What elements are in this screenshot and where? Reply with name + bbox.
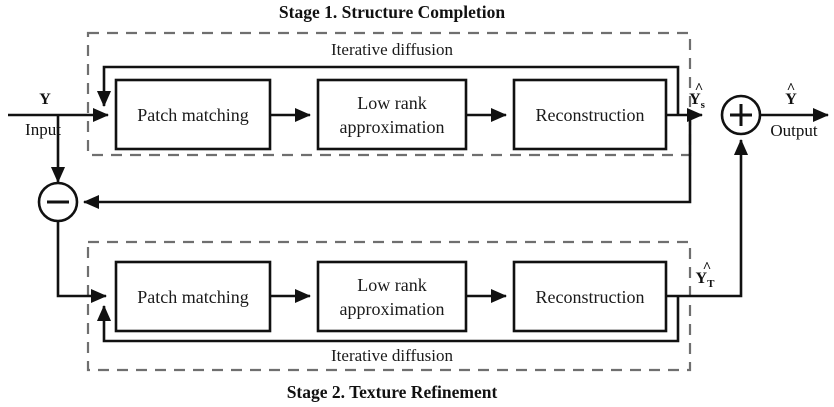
stage2-iterative-diffusion-label: Iterative diffusion — [331, 346, 453, 365]
stage2-output-hat-icon: ^ — [703, 260, 712, 276]
stage1-feedback-wire — [96, 65, 680, 115]
stage1-low-rank-label-line1: Low rank — [357, 93, 426, 113]
stage1-title: Stage 1. Structure Completion — [279, 2, 505, 22]
stage2-reconstruction-box — [512, 260, 668, 333]
output-caption-label: Output — [770, 121, 818, 140]
stage2-low-rank-label-line1: Low rank — [357, 275, 426, 295]
stage2-patch-matching-label: Patch matching — [137, 287, 248, 307]
stage2-low-rank-label-line2: approximation — [340, 299, 445, 319]
stage1-output-hat-icon: ^ — [695, 81, 704, 97]
stage1-reconstruction-label: Reconstruction — [536, 105, 645, 125]
stage2-output-to-sum-wire — [666, 139, 749, 298]
stage2-output-symbol-label: YT — [696, 270, 716, 290]
output-hat-icon: ^ — [787, 81, 796, 97]
stage1-dashed-region — [86, 31, 692, 157]
stage1-low-rank-box — [316, 78, 468, 151]
stage2-low-rank-box — [316, 260, 468, 333]
output-symbol-label: Y — [785, 91, 797, 108]
stage2-reconstruction-label: Reconstruction — [536, 287, 645, 307]
stage1-output-symbol-label: Ys — [689, 91, 706, 111]
stage1-patch-matching-label: Patch matching — [137, 105, 248, 125]
stage2-feedback-wire — [96, 296, 680, 343]
stage1-to-subtract-feedback-wire — [83, 120, 692, 210]
input-symbol-label: Y — [39, 91, 51, 108]
stage1-low-rank-label-line2: approximation — [340, 117, 445, 137]
stage1-iterative-diffusion-label: Iterative diffusion — [331, 40, 453, 59]
stage1-reconstruction-box — [512, 78, 668, 151]
input-caption-label: Input — [25, 120, 61, 139]
stage2-dashed-region — [86, 240, 692, 372]
subtract-to-stage2-wire — [56, 222, 107, 304]
stage1-patch-matching-box — [114, 78, 272, 151]
stage2-title: Stage 2. Texture Refinement — [287, 382, 498, 402]
